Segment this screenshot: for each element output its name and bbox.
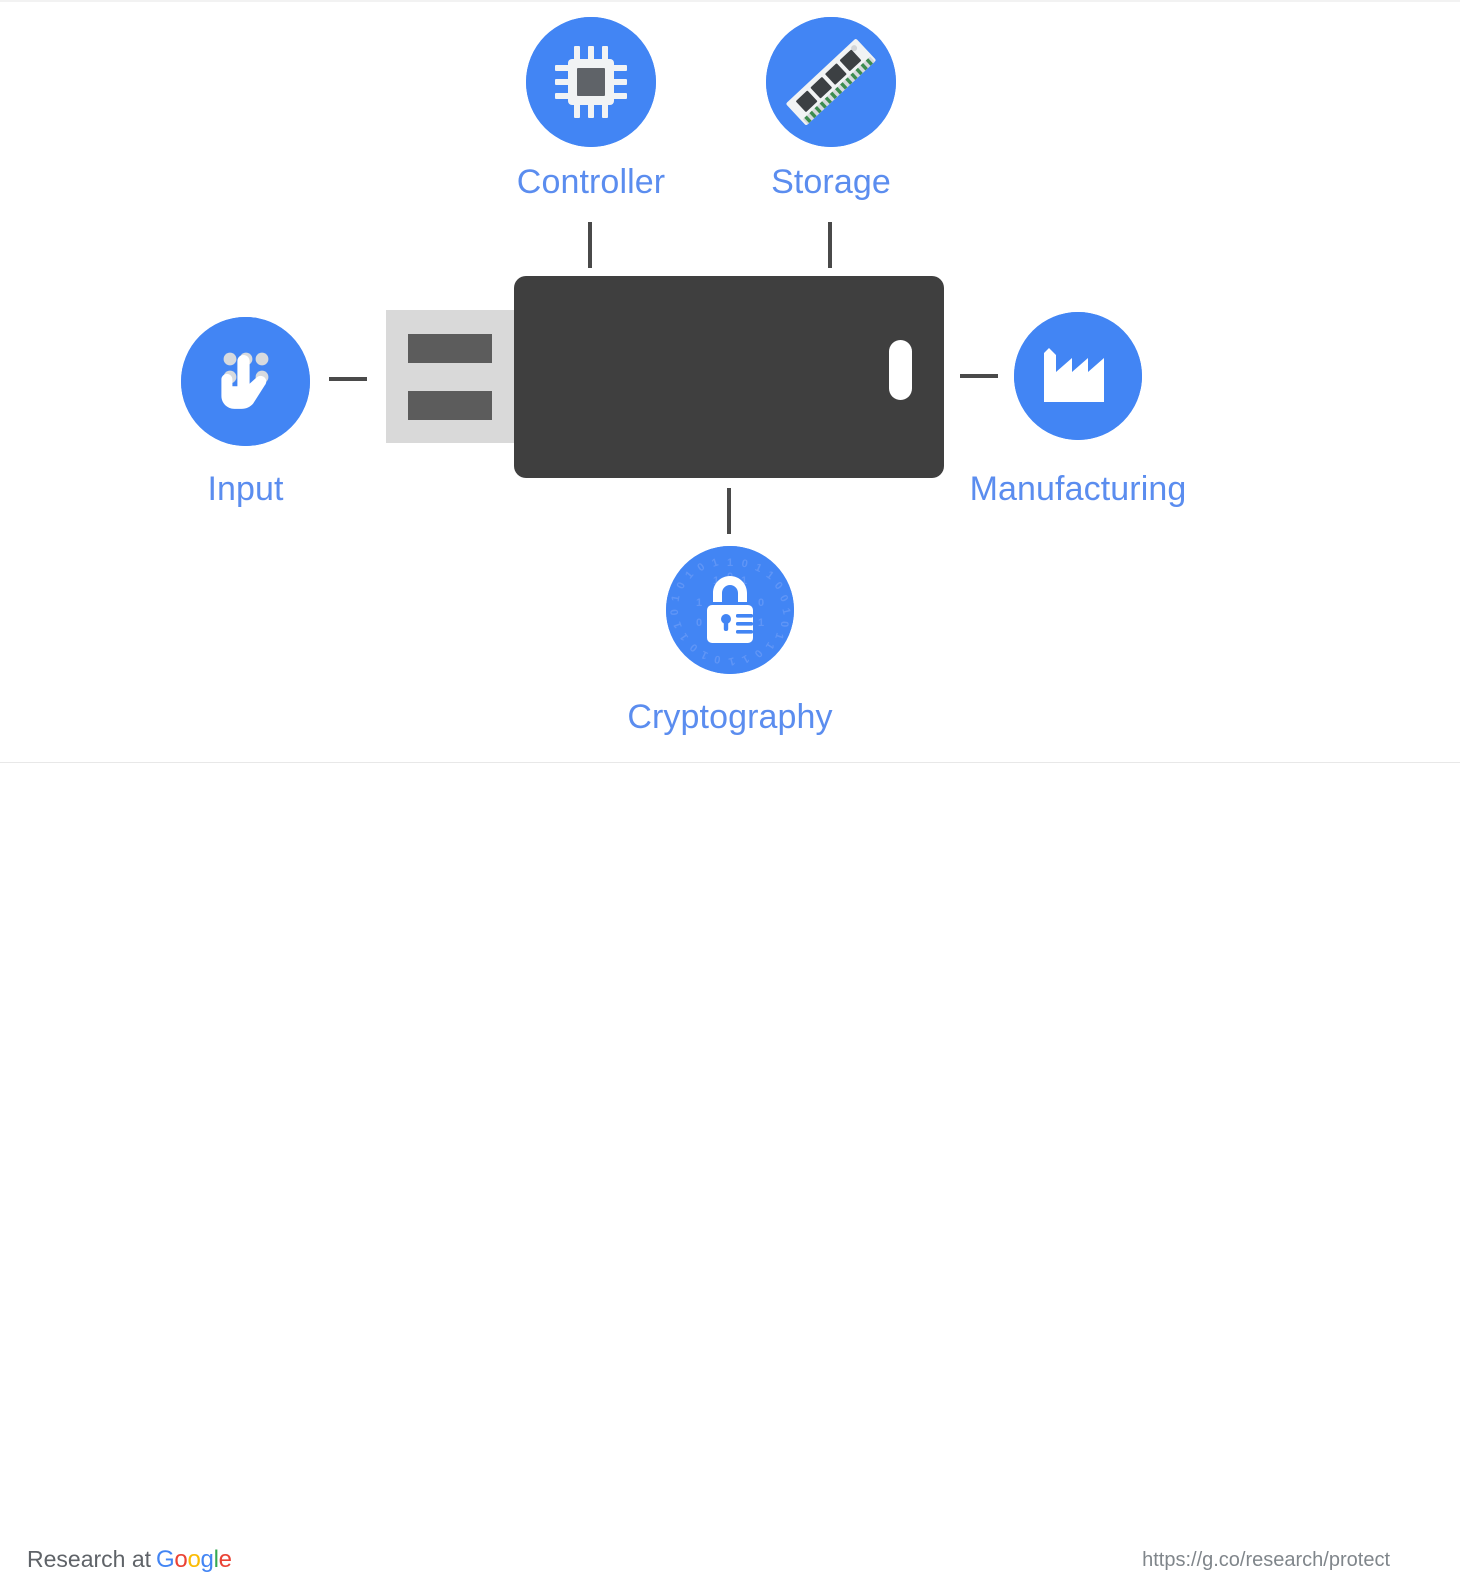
svg-text:1: 1 [727, 557, 733, 569]
connector-line-input [329, 377, 367, 381]
google-letter-o1: o [174, 1546, 188, 1573]
hand-touch-pin-icon [181, 317, 310, 446]
google-letter-o2: o [187, 1546, 201, 1573]
node-label-cryptography: Cryptography [627, 698, 833, 736]
footer-url[interactable]: https://g.co/research/protect [1142, 1549, 1390, 1571]
node-label-storage: Storage [771, 163, 891, 201]
connector-line-cryptography [727, 488, 731, 534]
svg-text:1: 1 [763, 640, 776, 652]
svg-text:1: 1 [678, 631, 691, 643]
svg-text:1: 1 [671, 620, 684, 630]
keyring-hole [889, 340, 912, 400]
memory-ram-icon [766, 17, 896, 147]
svg-text:1: 1 [713, 575, 719, 587]
svg-text:1: 1 [779, 607, 792, 616]
svg-text:1: 1 [741, 575, 747, 587]
svg-text:1: 1 [758, 617, 764, 629]
google-wordmark: Google [156, 1546, 232, 1573]
node-label-input: Input [207, 470, 284, 508]
svg-text:1: 1 [727, 654, 736, 667]
node-label-manufacturing: Manufacturing [969, 470, 1187, 508]
connector-line-manufacturing [960, 374, 998, 378]
usb-connector-plug [386, 310, 520, 443]
top-border [0, 0, 1460, 2]
svg-text:1: 1 [740, 652, 751, 665]
svg-text:1: 1 [699, 648, 710, 661]
svg-text:0: 0 [696, 617, 702, 629]
svg-text:0: 0 [740, 558, 748, 571]
svg-text:0: 0 [758, 597, 764, 609]
svg-text:0: 0 [675, 580, 688, 591]
svg-text:0: 0 [778, 621, 790, 628]
svg-text:0: 0 [777, 593, 790, 604]
svg-text:1: 1 [772, 631, 785, 641]
usb-contact-upper [408, 334, 492, 363]
google-letter-g2: g [200, 1546, 214, 1573]
connector-line-controller [588, 222, 592, 268]
svg-text:1: 1 [753, 562, 763, 575]
factory-icon [1014, 312, 1142, 440]
svg-text:0: 0 [713, 653, 721, 666]
google-letter-e: e [218, 1546, 232, 1573]
brand-prefix-text: Research at [27, 1546, 152, 1572]
cpu-chip-icon [526, 17, 656, 147]
security-key-diagram: Controller [0, 0, 1460, 762]
usb-contact-lower [408, 391, 492, 420]
usb-key-body [514, 276, 944, 478]
google-letter-g1: G [156, 1546, 175, 1573]
svg-text:0: 0 [669, 609, 681, 616]
svg-text:1: 1 [710, 556, 720, 569]
connector-line-storage [828, 222, 832, 268]
node-label-controller: Controller [516, 163, 666, 201]
svg-text:1: 1 [670, 594, 683, 602]
usb-security-key [386, 276, 944, 478]
footer-divider [0, 762, 1460, 763]
svg-text:0: 0 [695, 561, 707, 574]
svg-text:1: 1 [696, 597, 702, 609]
padlock-binary-icon: 1 0 1 1 0 0 1 0 1 1 0 1 1 0 1 0 1 [666, 546, 794, 674]
